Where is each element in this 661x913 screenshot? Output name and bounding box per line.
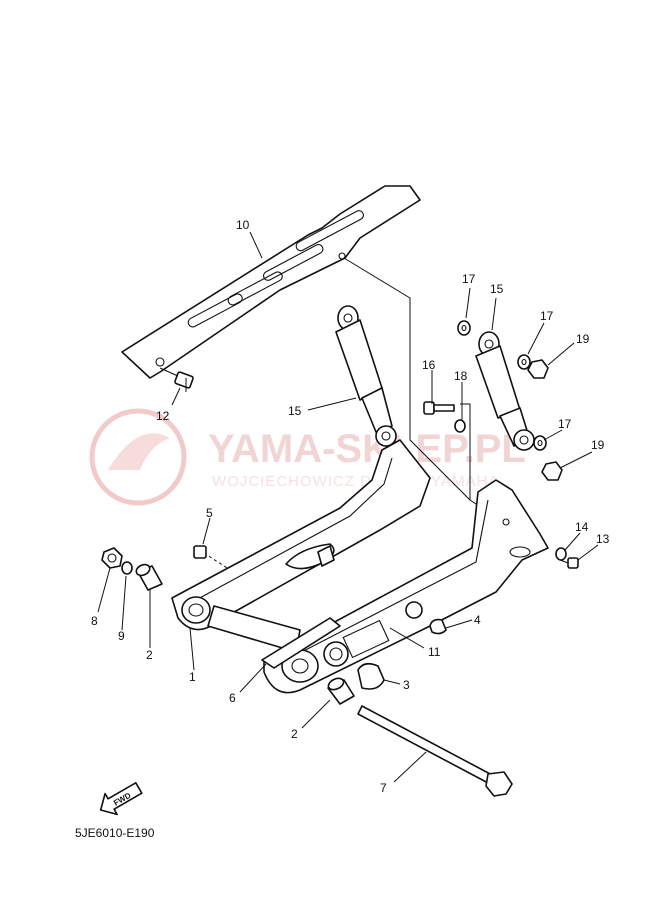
callout-5: 5	[206, 506, 213, 520]
callout-15-right: 15	[490, 282, 504, 296]
bolt-part-13	[559, 557, 579, 569]
diagram-code: 5JE6010-E190	[75, 826, 155, 840]
callout-19-lower: 19	[591, 438, 605, 452]
callout-19-upper: 19	[576, 332, 590, 346]
callout-15-left: 15	[288, 404, 302, 418]
fwd-arrow: FWD	[99, 782, 143, 816]
callout-13: 13	[596, 532, 610, 546]
bushing-part-2-lower	[327, 677, 355, 705]
washer-part-17-lower	[533, 435, 547, 451]
callout-16: 16	[422, 358, 436, 372]
washer-part-9	[121, 561, 133, 575]
callout-8: 8	[91, 614, 98, 628]
callout-3: 3	[403, 678, 410, 692]
washer-part-14	[555, 547, 567, 561]
rear-arm-plate-part-11	[263, 479, 549, 694]
callouts: 10 12 15 17 15 17 19 16 18 17 19 5 14 13…	[91, 218, 610, 795]
washer-part-17-mid	[517, 354, 531, 370]
cap-part-4	[429, 618, 447, 635]
collar-part-18	[454, 419, 466, 433]
callout-4: 4	[474, 613, 481, 627]
rear-shock-right-part-15	[475, 331, 535, 451]
bolt-part-12	[159, 367, 194, 389]
callout-17-top: 17	[462, 272, 476, 286]
fitting-part-5	[193, 545, 207, 559]
leader-lines	[97, 231, 599, 783]
chain-guard-part-10	[121, 185, 421, 379]
watermark-logo-mark	[108, 433, 170, 470]
nut-part-19-upper	[527, 359, 549, 379]
callout-11: 11	[428, 645, 441, 659]
callout-9: 9	[118, 629, 125, 643]
bushing-part-2-upper	[135, 563, 163, 591]
cap-part-3	[357, 662, 385, 690]
callout-10: 10	[236, 218, 250, 232]
watermark-brand: YAMA-SKLEP.PL	[208, 427, 526, 471]
callout-17-mid: 17	[540, 309, 554, 323]
bolt-part-16	[423, 401, 455, 415]
callout-2-upper: 2	[146, 648, 153, 662]
callout-1: 1	[189, 670, 196, 684]
nut-part-8	[101, 547, 123, 569]
washer-part-17-upper	[457, 320, 471, 336]
callout-12: 12	[156, 409, 170, 423]
callout-14: 14	[575, 520, 589, 534]
callout-18: 18	[454, 369, 468, 383]
rear-shock-left-part-15	[335, 305, 397, 447]
watermark-tagline: WOJCIECHOWICZ DEALER YAMAHA	[212, 473, 499, 490]
callout-17-lower: 17	[558, 417, 572, 431]
callout-7: 7	[380, 781, 387, 795]
link-part-6	[261, 617, 341, 669]
callout-2-lower: 2	[291, 727, 298, 741]
watermark-logo-ring	[89, 408, 187, 506]
callout-6: 6	[229, 691, 236, 705]
nut-part-19-lower	[541, 461, 563, 481]
pivot-shaft-part-7	[357, 705, 513, 797]
